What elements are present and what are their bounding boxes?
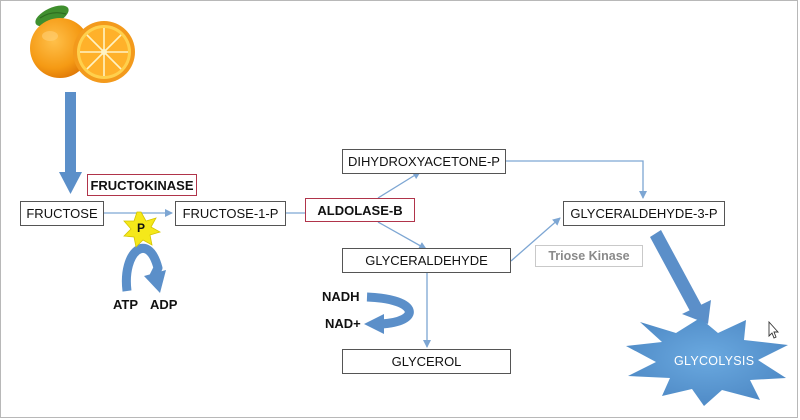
arrow-aldolase-to-glyceraldehyde	[377, 221, 427, 250]
dihydroxyacetone-p-label: DIHYDROXYACETONE-P	[348, 154, 500, 169]
triose-kinase-label: Triose Kinase	[548, 249, 630, 263]
glyceraldehyde-label: GLYCERALDEHYDE	[365, 253, 488, 268]
glycolysis-label: GLYCOLYSIS	[674, 354, 755, 368]
adp-label: ADP	[150, 297, 178, 312]
glycolysis-arrow	[650, 230, 711, 324]
orange-fruit-icon	[30, 5, 135, 83]
glyceraldehyde-3-p-box: GLYCERALDEHYDE-3-P	[563, 201, 725, 226]
phosphate-star-icon	[123, 211, 162, 248]
ingestion-arrow	[59, 92, 82, 194]
mouse-cursor-icon	[768, 320, 780, 339]
fructose-1-p-box: FRUCTOSE-1-P	[175, 201, 286, 226]
arrow-aldolase-to-dhap	[377, 171, 421, 199]
triose-kinase-box: Triose Kinase	[535, 245, 643, 267]
nadh-nad-curved-arrow	[364, 292, 414, 334]
dihydroxyacetone-p-box: DIHYDROXYACETONE-P	[342, 149, 506, 174]
aldolase-b-box: ALDOLASE-B	[305, 198, 415, 222]
nad-plus-label: NAD+	[325, 316, 361, 331]
fructokinase-label: FRUCTOKINASE	[90, 177, 194, 193]
atp-label: ATP	[113, 297, 139, 312]
fructose-label: FRUCTOSE	[26, 206, 98, 221]
glycolysis-burst-icon	[626, 318, 788, 406]
arrow-glyceraldehyde-to-g3p	[510, 217, 561, 262]
fructose-box: FRUCTOSE	[20, 201, 104, 226]
nadh-label: NADH	[322, 289, 360, 304]
fructokinase-box: FRUCTOKINASE	[87, 174, 197, 196]
phosphate-label: P	[137, 221, 146, 235]
atp-adp-curved-arrow	[121, 243, 166, 293]
glycerol-box: GLYCEROL	[342, 349, 511, 374]
fructose-1-p-label: FRUCTOSE-1-P	[182, 206, 279, 221]
glycerol-label: GLYCEROL	[391, 354, 462, 369]
aldolase-b-label: ALDOLASE-B	[317, 202, 403, 218]
glyceraldehyde-3-p-label: GLYCERALDEHYDE-3-P	[570, 206, 718, 221]
glyceraldehyde-box: GLYCERALDEHYDE	[342, 248, 511, 273]
arrow-dhap-to-g3p	[506, 160, 647, 199]
